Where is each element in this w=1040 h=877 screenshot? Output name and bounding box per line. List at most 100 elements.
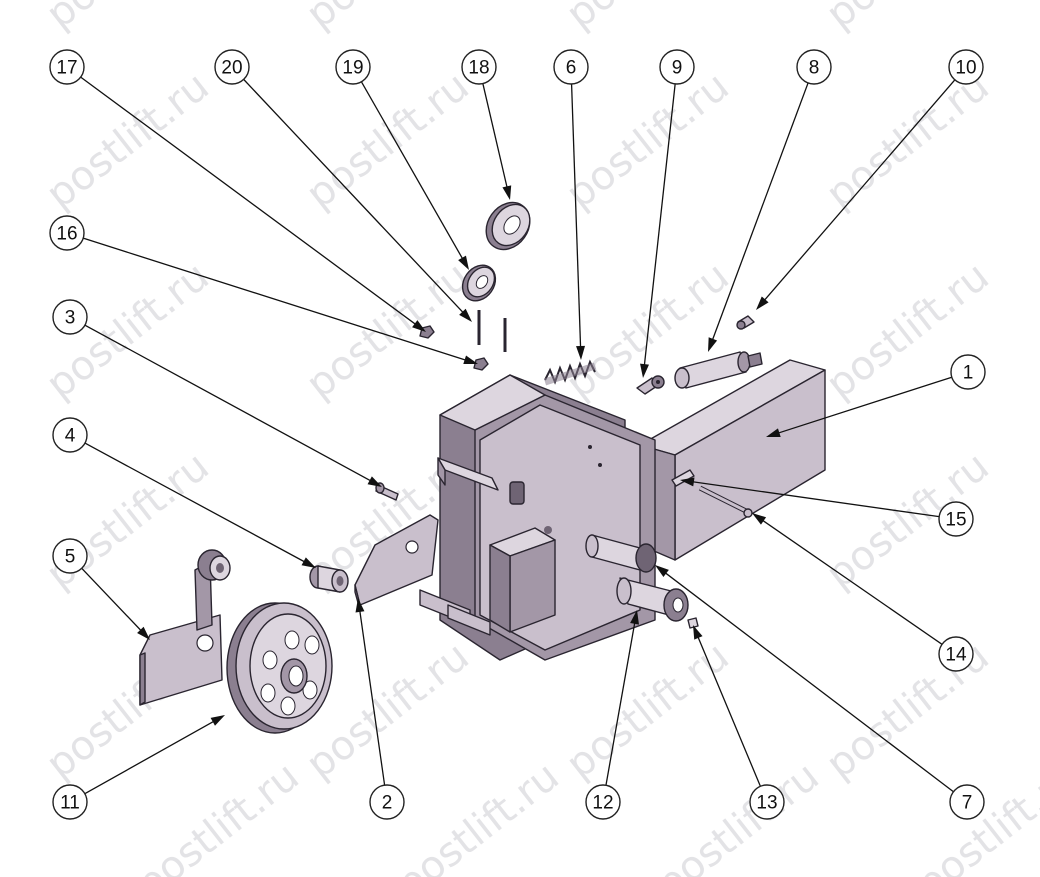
watermark-text: postlift.ru	[38, 0, 218, 38]
watermark-text: postlift.ru	[298, 253, 478, 408]
part-19-washer	[461, 264, 497, 302]
leader-line-8	[710, 82, 809, 343]
leader-line-5	[81, 567, 144, 634]
callout-circle	[52, 417, 88, 453]
callout-9: 9	[659, 49, 695, 85]
leader-line-10	[762, 79, 956, 303]
leader-arrowhead-6	[576, 345, 586, 360]
part-14-bolt	[698, 485, 753, 518]
leader-arrowhead-1	[766, 428, 781, 437]
callout-circle	[659, 49, 695, 85]
callout-15: 15	[938, 501, 974, 537]
callout-12: 12	[585, 784, 621, 820]
leader-line-11	[84, 719, 217, 795]
callout-circle	[948, 49, 984, 85]
leader-line-7	[662, 570, 954, 793]
leader-line-17	[80, 76, 419, 327]
callout-circle	[553, 49, 589, 85]
callout-number: 15	[945, 510, 966, 531]
part-13-nipple	[687, 617, 699, 629]
callout-circle	[369, 784, 405, 820]
leader-arrowhead-20	[459, 308, 472, 322]
callout-number: 6	[566, 58, 577, 79]
leader-line-14	[759, 518, 943, 645]
callout-5: 5	[52, 538, 88, 574]
callout-circle	[938, 501, 974, 537]
leader-line-12	[605, 619, 636, 786]
part-4-bushing	[309, 565, 349, 593]
callout-circle	[949, 784, 985, 820]
callout-circle	[950, 354, 986, 390]
watermark-text: postlift.ru	[818, 63, 998, 218]
callout-number: 4	[65, 426, 76, 447]
part-18-washer	[485, 201, 531, 251]
leader-arrowhead-18	[502, 185, 512, 200]
callout-number: 14	[945, 645, 967, 666]
leader-lines	[80, 76, 956, 795]
callout-number: 10	[955, 58, 976, 79]
leader-line-19	[360, 81, 465, 262]
callout-number: 11	[60, 793, 80, 814]
watermark-text: postlift.ru	[128, 753, 308, 877]
watermark-text: postlift.ru	[558, 633, 738, 788]
watermark-text: postlift.ru	[388, 753, 568, 877]
watermark-text: postlift.ru	[648, 753, 828, 877]
callout-13: 13	[749, 784, 785, 820]
callout-circle	[938, 636, 974, 672]
part-16-nut	[473, 357, 489, 371]
watermark-text: postlift.ru	[818, 0, 998, 38]
leader-line-1	[775, 376, 953, 435]
callout-circle	[52, 538, 88, 574]
leader-line-2	[358, 607, 386, 786]
callout-circle	[49, 215, 85, 251]
callout-number: 3	[65, 308, 76, 329]
part-12-sleeve	[616, 577, 689, 622]
watermark-text: postlift.ru	[298, 0, 478, 38]
part-20-pin	[477, 310, 507, 352]
callout-number: 9	[672, 58, 683, 79]
leader-line-16	[82, 237, 469, 362]
callout-number: 20	[221, 58, 242, 79]
part-15-pin	[671, 469, 695, 487]
leader-arrowhead-15	[680, 477, 695, 487]
leader-arrowhead-17	[412, 320, 426, 332]
leader-line-3	[84, 324, 374, 483]
callout-circle	[52, 299, 88, 335]
callout-circle	[749, 784, 785, 820]
callout-1: 1	[950, 354, 986, 390]
callout-2: 2	[369, 784, 405, 820]
callout-number: 7	[962, 793, 973, 814]
watermark-text: postlift.ru	[558, 63, 738, 218]
leader-arrowhead-11	[210, 715, 225, 726]
callout-circle	[49, 49, 85, 85]
callout-20: 20	[214, 49, 250, 85]
callout-number: 8	[809, 58, 820, 79]
callout-circle	[214, 49, 250, 85]
leader-arrowhead-5	[137, 626, 150, 640]
leader-line-9	[643, 83, 676, 369]
leader-arrowhead-19	[458, 255, 469, 270]
callout-3: 3	[52, 299, 88, 335]
leader-arrowhead-9	[640, 363, 649, 378]
part-9-clevis	[636, 375, 665, 395]
part-5-roller-arm	[139, 549, 231, 706]
part-10-fitting	[736, 315, 755, 330]
part-1-arm-tube	[639, 359, 826, 561]
leader-arrowhead-3	[367, 476, 382, 487]
leader-arrowhead-13	[693, 625, 703, 640]
callout-8: 8	[796, 49, 832, 85]
leader-line-6	[570, 83, 582, 351]
leader-arrowhead-10	[756, 296, 769, 310]
leader-arrowhead-12	[630, 610, 639, 625]
callout-number: 18	[468, 58, 489, 79]
leader-line-18	[482, 83, 509, 191]
callout-18: 18	[461, 49, 497, 85]
main-carriage-plate	[419, 374, 656, 661]
callout-circle	[461, 49, 497, 85]
callout-16: 16	[49, 215, 85, 251]
leader-line-20	[243, 78, 466, 316]
callout-17: 17	[49, 49, 85, 85]
callout-number: 12	[592, 793, 613, 814]
